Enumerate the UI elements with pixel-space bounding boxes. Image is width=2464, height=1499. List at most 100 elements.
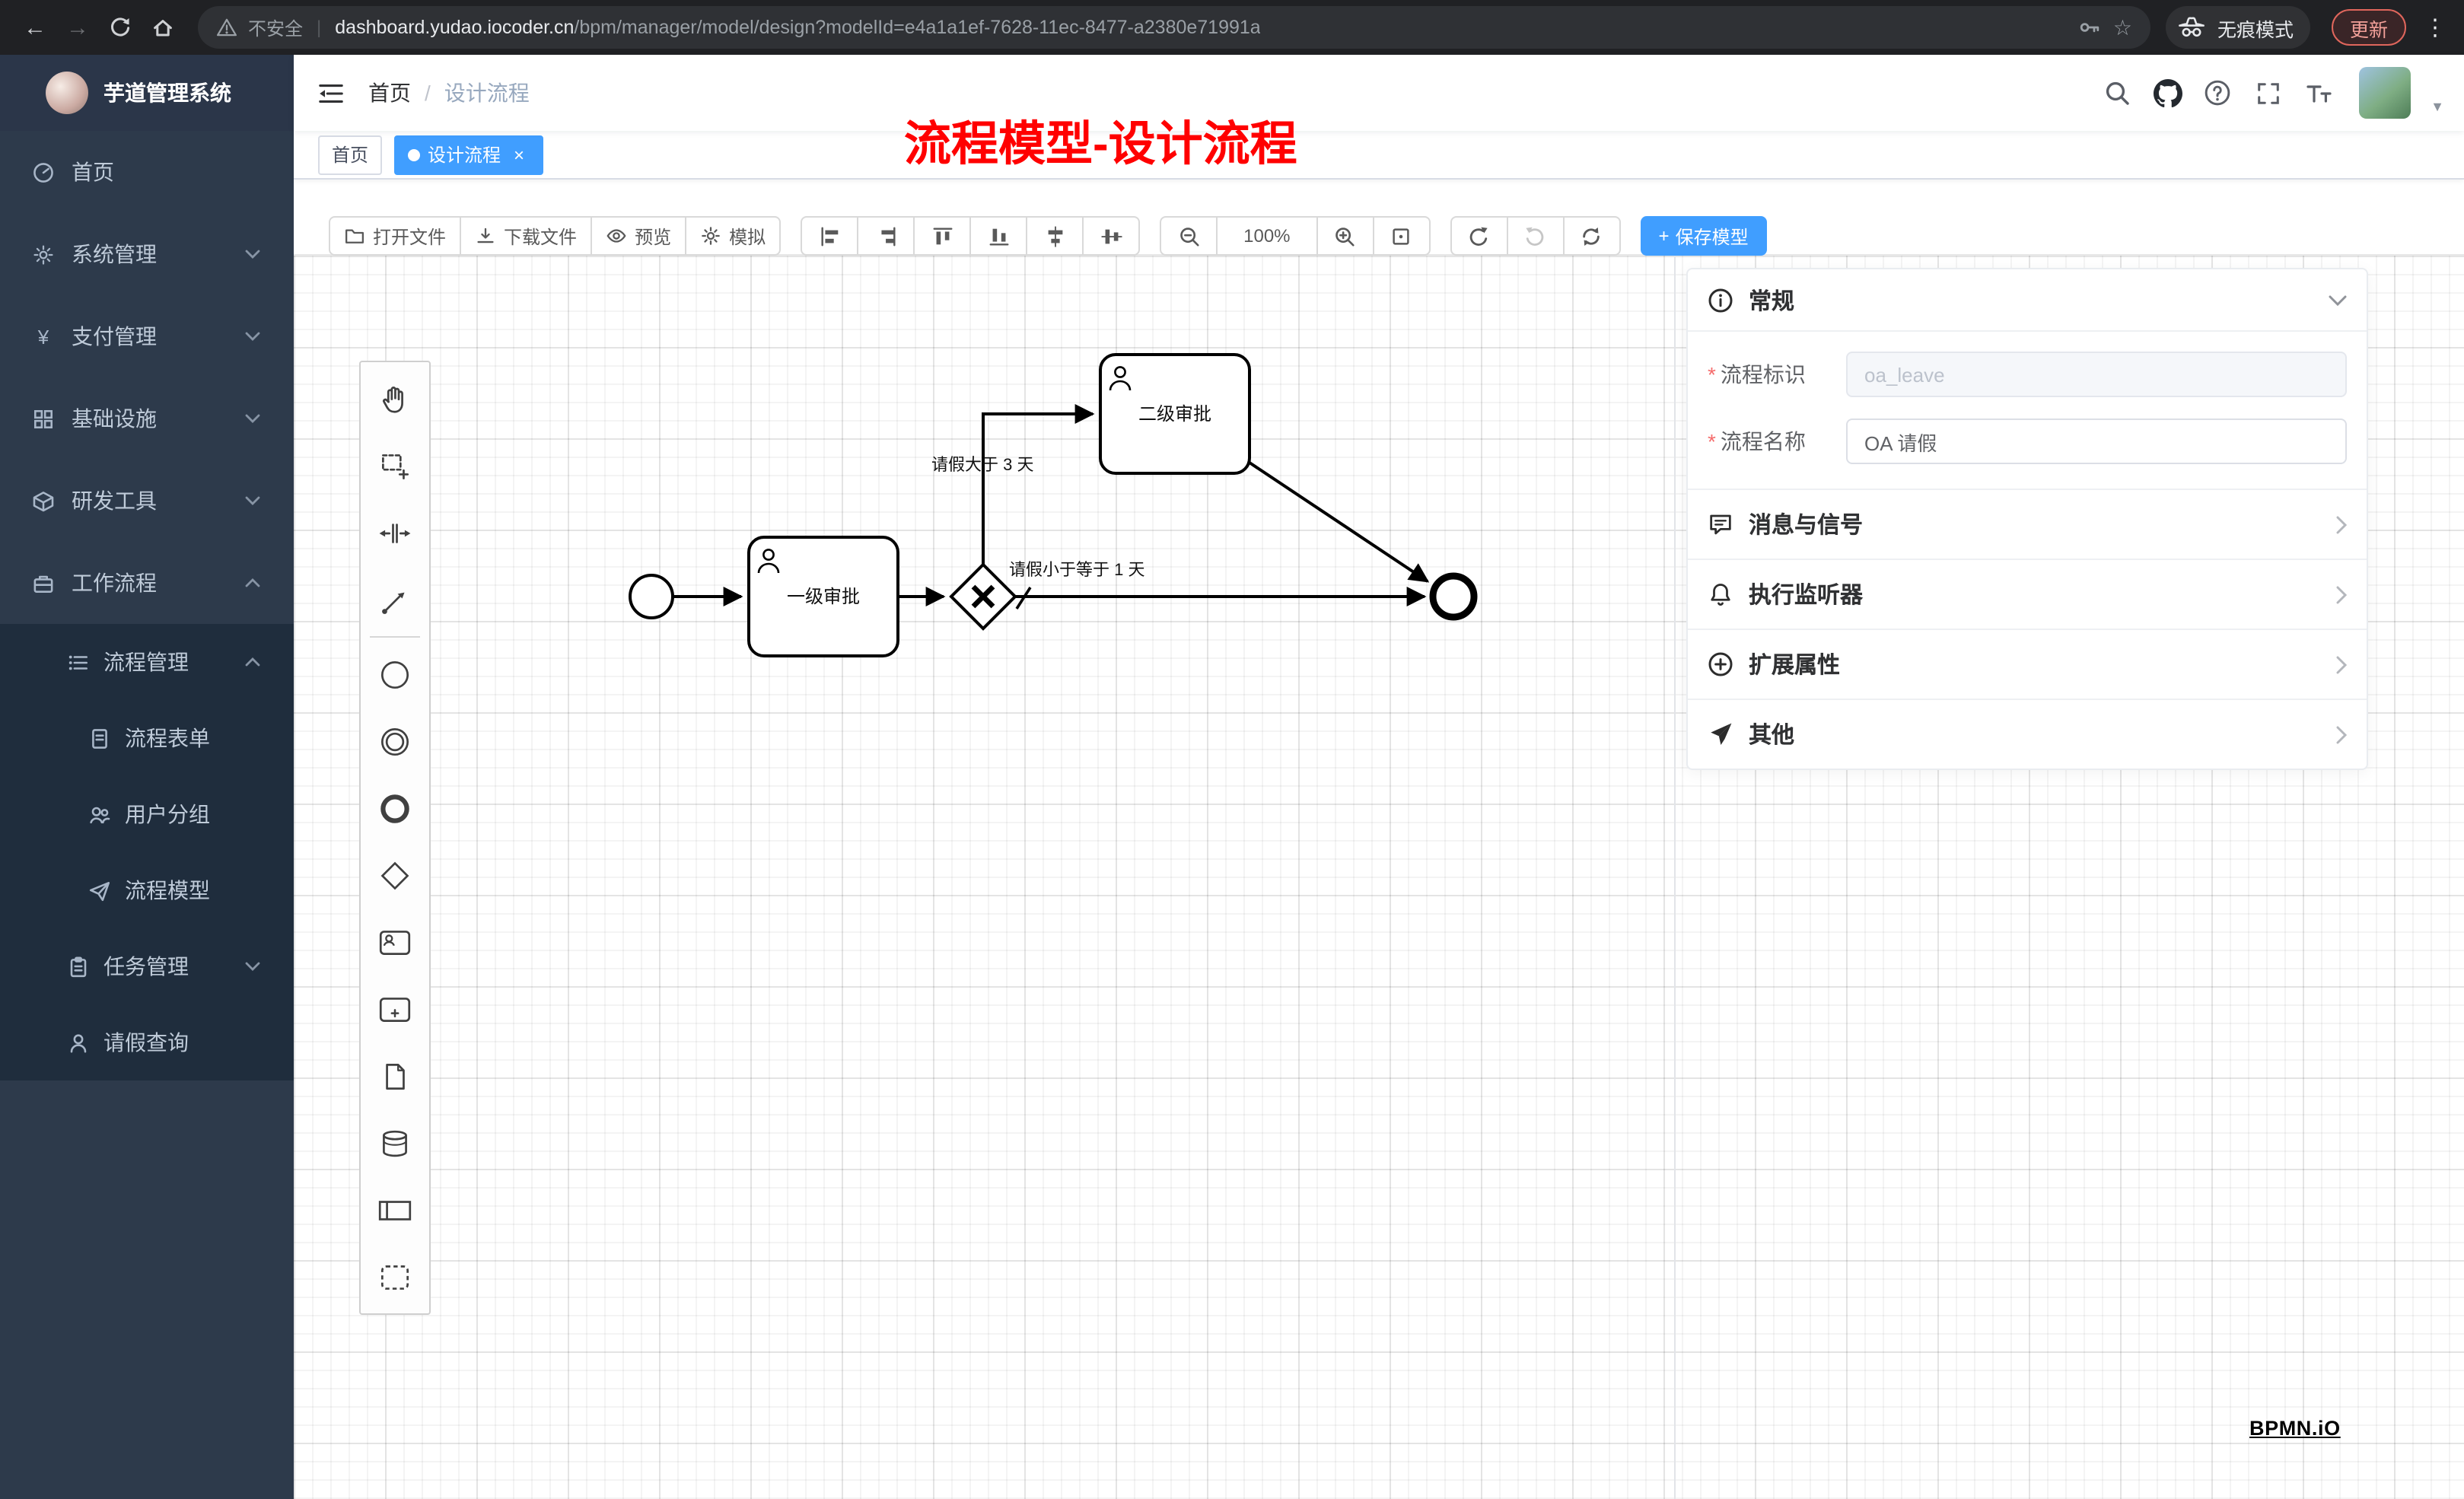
tag-home[interactable]: 首页 <box>318 135 383 174</box>
palette-participant[interactable] <box>361 1176 429 1243</box>
tag-label: 首页 <box>332 145 369 166</box>
palette-hand-tool[interactable] <box>361 365 429 432</box>
redo-icon <box>1526 226 1544 245</box>
align-center-horizontal-button[interactable] <box>1026 216 1084 256</box>
url-text[interactable]: dashboard.yudao.iocoder.cn/bpm/manager/m… <box>335 17 1260 38</box>
github-button[interactable] <box>2152 78 2182 108</box>
update-button[interactable]: 更新 <box>2331 9 2406 46</box>
section-extended-attributes[interactable]: 扩展属性 <box>1688 629 2367 699</box>
sidebar-item-infrastructure[interactable]: 基础设施 <box>0 377 294 460</box>
palette-gateway[interactable] <box>361 842 429 909</box>
align-right-button[interactable] <box>857 216 915 256</box>
palette-global-connect-tool[interactable] <box>361 566 429 633</box>
align-center-horizontal-icon <box>1047 225 1062 247</box>
align-left-button[interactable] <box>801 216 859 256</box>
sidebar-item-task-management[interactable]: 任务管理 <box>0 928 294 1004</box>
palette-start-event[interactable] <box>361 641 429 708</box>
download-file-button[interactable]: 下载文件 <box>460 216 593 256</box>
sidebar-item-process-models[interactable]: 流程模型 <box>0 852 294 928</box>
search-button[interactable] <box>2102 78 2132 108</box>
fullscreen-button[interactable] <box>2252 78 2283 108</box>
bookmark-star-icon[interactable]: ☆ <box>2112 14 2132 39</box>
palette-intermediate-event[interactable] <box>361 708 429 775</box>
address-bar[interactable]: 不安全 | dashboard.yudao.iocoder.cn/bpm/man… <box>198 6 2150 49</box>
breadcrumb-separator: / <box>425 81 431 105</box>
chevron-down-icon <box>245 414 260 423</box>
sidebar-item-label: 用户分组 <box>125 802 210 826</box>
security-label: 不安全 <box>248 18 304 39</box>
help-button[interactable] <box>2202 78 2233 108</box>
sidebar-item-process-management[interactable]: 流程管理 <box>0 624 294 700</box>
task-first-approval[interactable] <box>747 536 899 657</box>
process-key-input[interactable] <box>1846 352 2347 397</box>
sidebar-item-home[interactable]: 首页 <box>0 131 294 213</box>
zoom-out-button[interactable] <box>1160 216 1218 256</box>
yen-icon: ¥ <box>37 325 49 348</box>
tag-design-process[interactable]: 设计流程 × <box>394 135 544 174</box>
sidebar-item-label: 基础设施 <box>72 406 157 431</box>
process-name-input[interactable] <box>1846 419 2347 464</box>
zoom-in-button[interactable] <box>1316 216 1374 256</box>
avatar-caret-icon[interactable]: ▼ <box>2431 99 2444 114</box>
bpmn-canvas[interactable]: 一级审批 二级审批 请假大于 3 天 请假小于等于 1 天 常规 *流程标识 <box>294 256 2464 1499</box>
chevron-down-icon[interactable] <box>2329 294 2347 305</box>
password-key-icon[interactable] <box>2078 15 2103 40</box>
browser-home-button[interactable] <box>143 8 183 47</box>
url-host: dashboard.yudao.iocoder.cn <box>335 17 575 38</box>
palette-lasso-tool[interactable] <box>361 432 429 499</box>
tag-close-icon[interactable]: × <box>514 144 525 165</box>
undo-button[interactable] <box>1450 216 1508 256</box>
start-event[interactable] <box>629 574 674 619</box>
sidebar-item-devtools[interactable]: 研发工具 <box>0 460 294 542</box>
browser-menu-button[interactable]: ⋮ <box>2424 15 2446 41</box>
palette-user-task[interactable] <box>361 909 429 975</box>
flow-task2-to-end[interactable] <box>1248 461 1430 583</box>
bpmn-io-watermark[interactable]: BPMN.iO <box>2249 1417 2341 1440</box>
plus-circle-icon <box>1708 651 1733 677</box>
zoom-reset-button[interactable] <box>1372 216 1431 256</box>
section-other[interactable]: 其他 <box>1688 699 2367 769</box>
app-logo[interactable]: 芋道管理系统 <box>0 55 294 131</box>
sidebar-item-system[interactable]: 系统管理 <box>0 213 294 295</box>
redo-button[interactable] <box>1506 216 1565 256</box>
save-model-button[interactable]: + 保存模型 <box>1640 216 1767 256</box>
palette-group[interactable] <box>361 1243 429 1310</box>
open-file-button[interactable]: 打开文件 <box>329 216 462 256</box>
briefcase-icon <box>32 571 55 594</box>
palette-data-store[interactable] <box>361 1109 429 1176</box>
flow-gateway-to-task2[interactable] <box>982 404 1095 565</box>
start-event-icon <box>380 660 409 689</box>
required-mark: * <box>1708 362 1716 387</box>
restart-button[interactable] <box>1562 216 1621 256</box>
navbar-actions: ▼ <box>2102 67 2464 119</box>
sidebar-item-payment[interactable]: ¥ 支付管理 <box>0 295 294 377</box>
browser-reload-button[interactable] <box>100 8 140 47</box>
align-top-button[interactable] <box>913 216 972 256</box>
task-second-approval[interactable] <box>1099 353 1251 475</box>
user-avatar[interactable] <box>2359 67 2411 119</box>
palette-subprocess[interactable] <box>361 975 429 1042</box>
font-size-button[interactable] <box>2303 78 2333 108</box>
sidebar-item-leave-query[interactable]: 请假查询 <box>0 1004 294 1080</box>
palette-space-tool[interactable] <box>361 499 429 566</box>
align-center-vertical-button[interactable] <box>1082 216 1141 256</box>
palette-data-object[interactable] <box>361 1042 429 1109</box>
palette-end-event[interactable] <box>361 775 429 842</box>
section-messages-signals[interactable]: 消息与信号 <box>1688 489 2367 559</box>
section-execution-listeners[interactable]: 执行监听器 <box>1688 559 2367 629</box>
preview-button[interactable]: 预览 <box>591 216 687 256</box>
end-event[interactable] <box>1429 572 1478 621</box>
simulate-button[interactable]: 模拟 <box>685 216 782 256</box>
breadcrumb-home[interactable]: 首页 <box>368 81 411 105</box>
sidebar-item-label: 流程模型 <box>125 878 210 902</box>
hamburger-button[interactable] <box>294 78 368 107</box>
browser-back-button[interactable]: ← <box>24 14 46 40</box>
zoom-level-button[interactable]: 100% <box>1216 216 1318 256</box>
section-general[interactable]: 常规 <box>1688 269 2367 330</box>
sidebar-item-user-groups[interactable]: 用户分组 <box>0 776 294 852</box>
sidebar-item-process-forms[interactable]: 流程表单 <box>0 700 294 776</box>
browser-forward-button[interactable]: → <box>66 14 89 40</box>
align-bottom-button[interactable] <box>969 216 1028 256</box>
process-diagram[interactable]: 一级审批 二级审批 请假大于 3 天 请假小于等于 1 天 <box>294 256 2464 1499</box>
sidebar-item-workflow[interactable]: 工作流程 <box>0 542 294 624</box>
